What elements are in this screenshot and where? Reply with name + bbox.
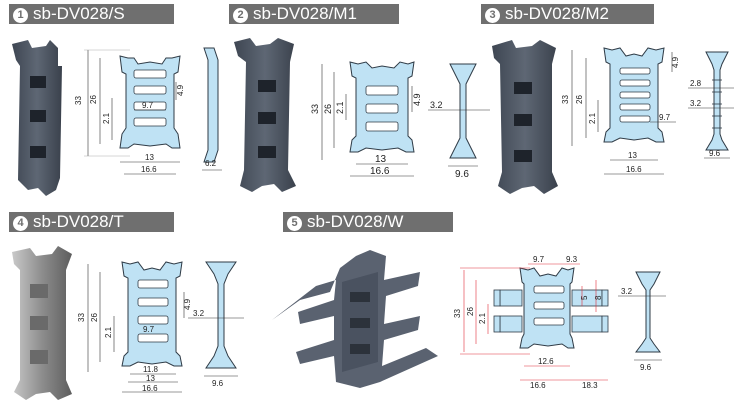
dim-s-w-in: 13 xyxy=(145,153,154,162)
section-number: 1 xyxy=(13,8,28,23)
dim-w-h-inner: 26 xyxy=(466,307,475,316)
dim-s-w-slot: 9.7 xyxy=(142,101,154,110)
dim-m1-h-total: 33 xyxy=(310,104,320,114)
dim-m1-h-slot: 4.9 xyxy=(412,93,422,106)
drawing-m2-front xyxy=(571,47,676,175)
dim-w-side-w: 9.6 xyxy=(640,363,652,372)
dim-s-w-out: 16.6 xyxy=(141,165,157,174)
drawing-m2-side xyxy=(688,51,734,159)
dim-t-w-a: 11.8 xyxy=(143,365,159,374)
dim-m1-h-inner: 26 xyxy=(323,104,333,114)
section-title: sb-DV028/M2 xyxy=(505,4,609,23)
section-title: sb-DV028/W xyxy=(307,212,404,231)
photo-m1 xyxy=(234,38,296,192)
dim-w-side-t: 3.2 xyxy=(621,287,633,296)
dim-w-top-a: 9.7 xyxy=(533,255,545,264)
dim-m2-w-in: 13 xyxy=(628,151,637,160)
dim-m2-side-b: 3.2 xyxy=(690,99,702,108)
dim-t-side-t: 3.2 xyxy=(193,309,205,318)
dim-m2-h-top: 4.9 xyxy=(671,56,680,68)
dim-t-w-out: 16.6 xyxy=(142,384,158,393)
dim-m1-w-in: 13 xyxy=(375,154,387,165)
dim-w-w-ext: 18.3 xyxy=(582,381,598,390)
section-number: 3 xyxy=(485,8,500,23)
dim-s-side: 6.2 xyxy=(205,159,217,168)
section-title: sb-DV028/T xyxy=(33,212,124,231)
dim-w-r-a: 5 xyxy=(580,295,589,300)
drawing-s-front xyxy=(84,49,181,175)
dim-w-h-low: 2.1 xyxy=(478,312,487,324)
dim-m1-w-out: 16.6 xyxy=(370,166,390,177)
section-number: 4 xyxy=(13,216,28,231)
drawing-w-side xyxy=(618,271,666,361)
dim-w-r-b: 8 xyxy=(594,295,603,300)
dim-s-h-slot: 4.9 xyxy=(176,84,185,96)
dim-m2-h-inner: 26 xyxy=(575,95,584,104)
section-label-m1: 2 sb-DV028/M1 xyxy=(229,4,399,24)
dim-m2-h-low: 2.1 xyxy=(588,112,597,124)
section-label-w: 5 sb-DV028/W xyxy=(283,212,453,232)
dim-m2-side-w: 9.6 xyxy=(709,149,721,158)
dim-m2-side-a: 2.8 xyxy=(690,79,702,88)
section-title: sb-DV028/M1 xyxy=(253,4,357,23)
section-label-t: 4 sb-DV028/T xyxy=(9,212,174,232)
dim-t-w-slot: 9.7 xyxy=(143,325,155,334)
dim-s-h-inner: 26 xyxy=(89,95,98,104)
dim-t-h-total: 33 xyxy=(77,313,86,322)
dim-m1-h-low: 2.1 xyxy=(335,101,345,114)
drawing-w-front xyxy=(460,263,609,381)
dim-s-h-low: 2.1 xyxy=(102,112,111,124)
section-title: sb-DV028/S xyxy=(33,4,125,23)
dim-t-h-low: 2.1 xyxy=(104,326,113,338)
dim-w-w-out: 16.6 xyxy=(530,381,546,390)
dim-s-h-total: 33 xyxy=(74,96,83,105)
drawing-t-side xyxy=(188,261,244,377)
section-number: 5 xyxy=(287,216,302,231)
drawing-s-side xyxy=(202,47,222,171)
photo-m2 xyxy=(492,40,558,194)
dim-m2-w-out: 16.6 xyxy=(626,165,642,174)
dim-m1-side-t: 3.2 xyxy=(430,100,443,110)
section-number: 2 xyxy=(233,8,248,23)
section-label-s: 1 sb-DV028/S xyxy=(9,4,174,24)
dim-w-h-total: 33 xyxy=(453,309,462,318)
section-label-m2: 3 sb-DV028/M2 xyxy=(481,4,654,24)
dim-w-w-in: 12.6 xyxy=(538,357,554,366)
dim-w-top-b: 9.3 xyxy=(566,255,578,264)
dim-t-w-in: 13 xyxy=(146,374,155,383)
drawing-m1-side xyxy=(428,63,490,167)
photo-t xyxy=(12,246,72,400)
dim-t-h-inner: 26 xyxy=(90,313,99,322)
dim-m2-h-total: 33 xyxy=(561,95,570,104)
drawing-m1-front xyxy=(321,61,415,177)
dim-t-h-slot: 4.9 xyxy=(183,298,192,310)
drawing-t-front xyxy=(87,261,185,393)
dim-m1-side-w: 9.6 xyxy=(455,169,469,180)
dim-m2-w-slot: 9.7 xyxy=(659,113,671,122)
dim-t-side-w: 9.6 xyxy=(212,379,224,388)
photo-s xyxy=(12,40,62,196)
photo-w xyxy=(272,250,438,388)
